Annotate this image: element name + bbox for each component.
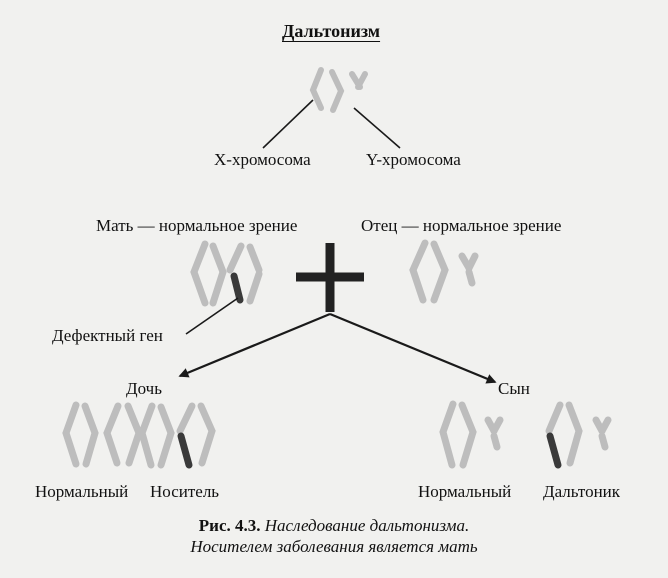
top-y-chromosome	[349, 71, 368, 90]
diagram-title: Дальтонизм	[282, 21, 381, 41]
arrow-to-son	[329, 312, 497, 384]
normal-son-label: Нормальный	[418, 482, 512, 501]
son-normal-chromosomes	[439, 400, 504, 469]
y-chromosome-label: Y-хромосома	[366, 150, 461, 169]
pointer-y	[353, 107, 401, 149]
colorblind-label: Дальтоник	[543, 482, 621, 501]
father-label: Отец — нормальное зрение	[361, 216, 562, 235]
carrier-label: Носитель	[150, 482, 220, 501]
caption-line1: Наследование дальтонизма.	[264, 516, 470, 535]
mother-chromosomes	[190, 240, 263, 307]
figure-label: Рис. 4.3.	[198, 516, 261, 535]
x-chromosome-label: Х-хромосома	[214, 150, 311, 169]
carrier-defect-mark	[177, 432, 193, 469]
normal-daughter-label: Нормальный	[35, 482, 129, 501]
defective-gene-mark	[230, 272, 244, 304]
defective-gene-label: Дефектный ген	[52, 326, 163, 345]
son-colorblind-chromosomes	[545, 401, 612, 467]
daughter-label: Дочь	[126, 379, 162, 398]
pointer-x	[262, 99, 314, 149]
caption-line2: Носителем заболевания является мать	[190, 537, 478, 556]
daughter-carrier-chromosomes	[138, 402, 216, 469]
top-x-chromosome	[309, 67, 345, 113]
colorblind-defect-mark	[546, 432, 562, 469]
pointer-defective-gene	[185, 297, 239, 335]
mother-label: Мать — нормальное зрение	[96, 216, 298, 235]
arrow-to-daughter	[178, 312, 331, 378]
daughter-normal-chromosomes	[62, 401, 143, 468]
cross-sign	[296, 243, 364, 312]
figure-caption-line2: Носителем заболевания является мать	[0, 537, 668, 557]
figure-caption-line1: Рис. 4.3. Наследование дальтонизма.	[0, 516, 668, 536]
mother-chromosome-tail	[246, 270, 263, 305]
son-label: Сын	[498, 379, 530, 398]
father-chromosomes	[409, 239, 479, 304]
